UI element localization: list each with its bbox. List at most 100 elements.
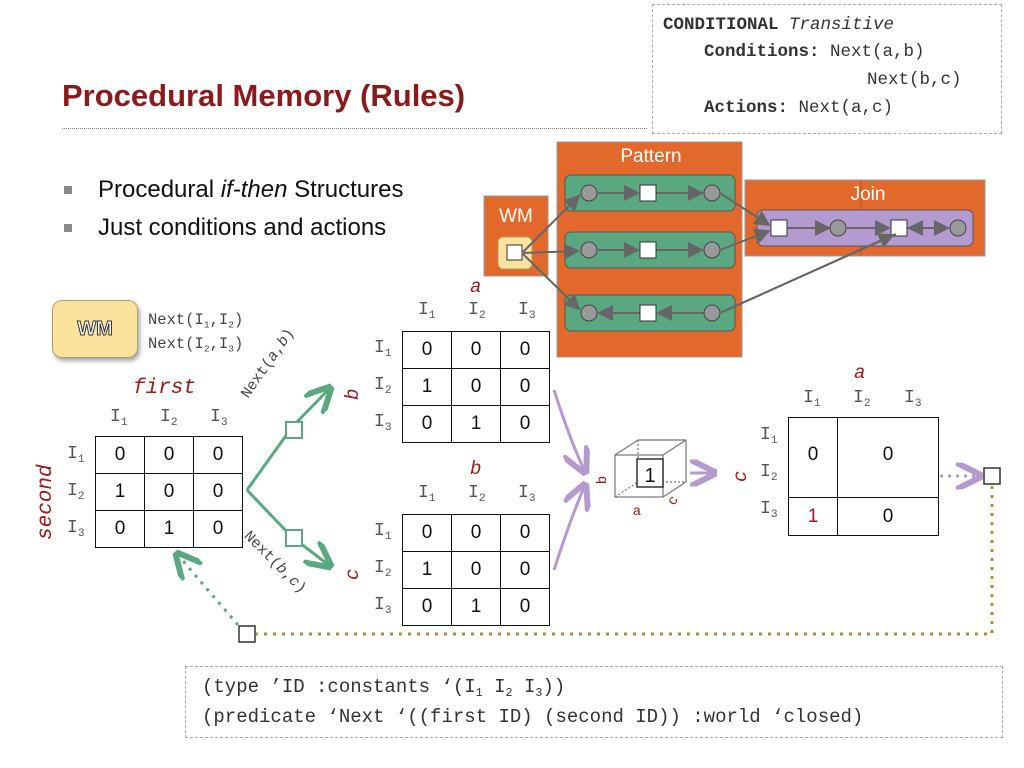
matrix-ab-row-title: b [342,388,364,400]
matrix-cell: 0 [500,405,550,443]
matrix-cell: 0 [837,417,939,498]
matrix-bc-row-title: c [342,568,364,580]
matrix-cell: 0 [451,514,501,552]
matrix-ac-row-header: I2 [760,462,778,484]
matrix-bc-col-title: b [470,458,482,480]
matrix-ac-row-header: I1 [760,425,778,447]
matrix-ab-col-header: I2 [468,300,486,322]
matrix-cell: 0 [402,514,452,552]
join-node-circle [829,219,847,237]
pattern-label: Pattern [620,146,681,167]
cube-label-b: b [595,476,611,484]
source-col-header: I2 [160,407,178,429]
bullet-text: Procedural [98,176,221,203]
matrix-ac-col-header: I2 [853,388,871,410]
matrix-cell: 0 [144,436,194,474]
actions-label: Actions: [704,98,789,118]
matrix-cell: 1 [451,588,501,626]
action-1: Next(a,c) [798,98,894,118]
matrix-ac-row-header: I3 [760,499,778,521]
wm-node-square [506,244,523,261]
matrix-cell: 0 [402,405,452,443]
matrix-ac-row-title: c [730,470,752,482]
pattern-node-circle [703,304,721,322]
bullet-square-icon [64,186,72,194]
lisp-line-2: (predicate ‘Next ‘((first ID) (second ID… [202,706,864,728]
cube-label-c: c [665,493,683,508]
join-label: Join [851,184,886,205]
join-node-square [890,219,908,237]
matrix-cell: 0 [500,588,550,626]
matrix-cell: 0 [837,497,939,536]
rule-name: Transitive [789,15,895,35]
cube-value: 1 [644,465,655,487]
source-col-header: I1 [110,407,128,429]
matrix-ac-col-header: I1 [803,388,821,410]
cube-label-a: a [633,504,641,520]
bullet-text-end: Structures [287,176,404,203]
edge-square-lower [285,529,303,547]
matrix-cell: 0 [402,331,452,369]
matrix-ab-col-header: I1 [418,300,436,322]
source-row-header: I3 [67,518,85,540]
join-node-circle [949,219,967,237]
matrix-ab-row-header: I3 [374,412,392,434]
edge-square-upper [285,421,303,439]
source-col-header: I3 [210,407,228,429]
matrix-cell: 0 [402,588,452,626]
matrix-ac-col-title: a [854,362,866,384]
pattern-node-circle [580,184,598,202]
matrix-ab-col-title: a [470,276,482,298]
matrix-cell: 1 [788,497,838,536]
source-row-title: second [35,464,58,540]
matrix-cell: 1 [95,473,145,511]
condition-2: Next(b,c) [867,70,962,90]
condition-1: Next(a,b) [830,42,925,62]
bullet-text: Just conditions and actions [98,214,387,241]
matrix-ab-col-header: I3 [518,300,536,322]
feedback-square [238,625,256,643]
matrix-bc-row-header: I3 [374,595,392,617]
matrix-ac: 0 0 1 0 [788,417,939,536]
wm-fact-2: Next(I2,I3) [148,335,244,355]
bullet-square-icon [64,224,72,232]
pattern-node-square [639,241,657,259]
matrix-cell: 0 [451,551,501,589]
lisp-definition-box: (type ’ID :constants ‘(I1 I2 I3)) (predi… [185,666,1003,738]
join-node-square [770,219,788,237]
source-col-title: first [133,377,197,400]
title-underline [62,128,647,129]
matrix-bc-row-header: I1 [374,521,392,543]
output-square [983,467,1001,485]
pattern-node-circle [580,241,598,259]
matrix-cell: 0 [193,436,243,474]
matrix-bc-col-header: I2 [468,483,486,505]
wm-node-label: WM [499,206,533,227]
matrix-cell: 1 [451,405,501,443]
matrix-ac-col-header: I3 [904,388,922,410]
page-title: Procedural Memory (Rules) [62,78,466,113]
matrix-cell: 0 [193,473,243,511]
matrix-cell: 0 [500,551,550,589]
matrix-ab-row-header: I1 [374,338,392,360]
matrix-cell: 0 [451,368,501,406]
pattern-node-circle [580,304,598,322]
bullet-italic: if-then [220,176,288,203]
matrix-cell: 0 [500,368,550,406]
working-memory-badge: WM [52,300,138,358]
pattern-node-circle [703,241,721,259]
matrix-bc-col-header: I1 [418,483,436,505]
matrix-cell: 0 [95,436,145,474]
matrix-cell: 0 [451,331,501,369]
rule-keyword: CONDITIONAL [663,15,779,35]
matrix-cell: 0 [500,331,550,369]
pattern-node-square [639,304,657,322]
matrix-cell: 1 [144,510,194,548]
pattern-node-square [639,184,657,202]
conditions-label: Conditions: [704,42,820,62]
pattern-node-circle [703,184,721,202]
matrix-cell: 0 [500,514,550,552]
